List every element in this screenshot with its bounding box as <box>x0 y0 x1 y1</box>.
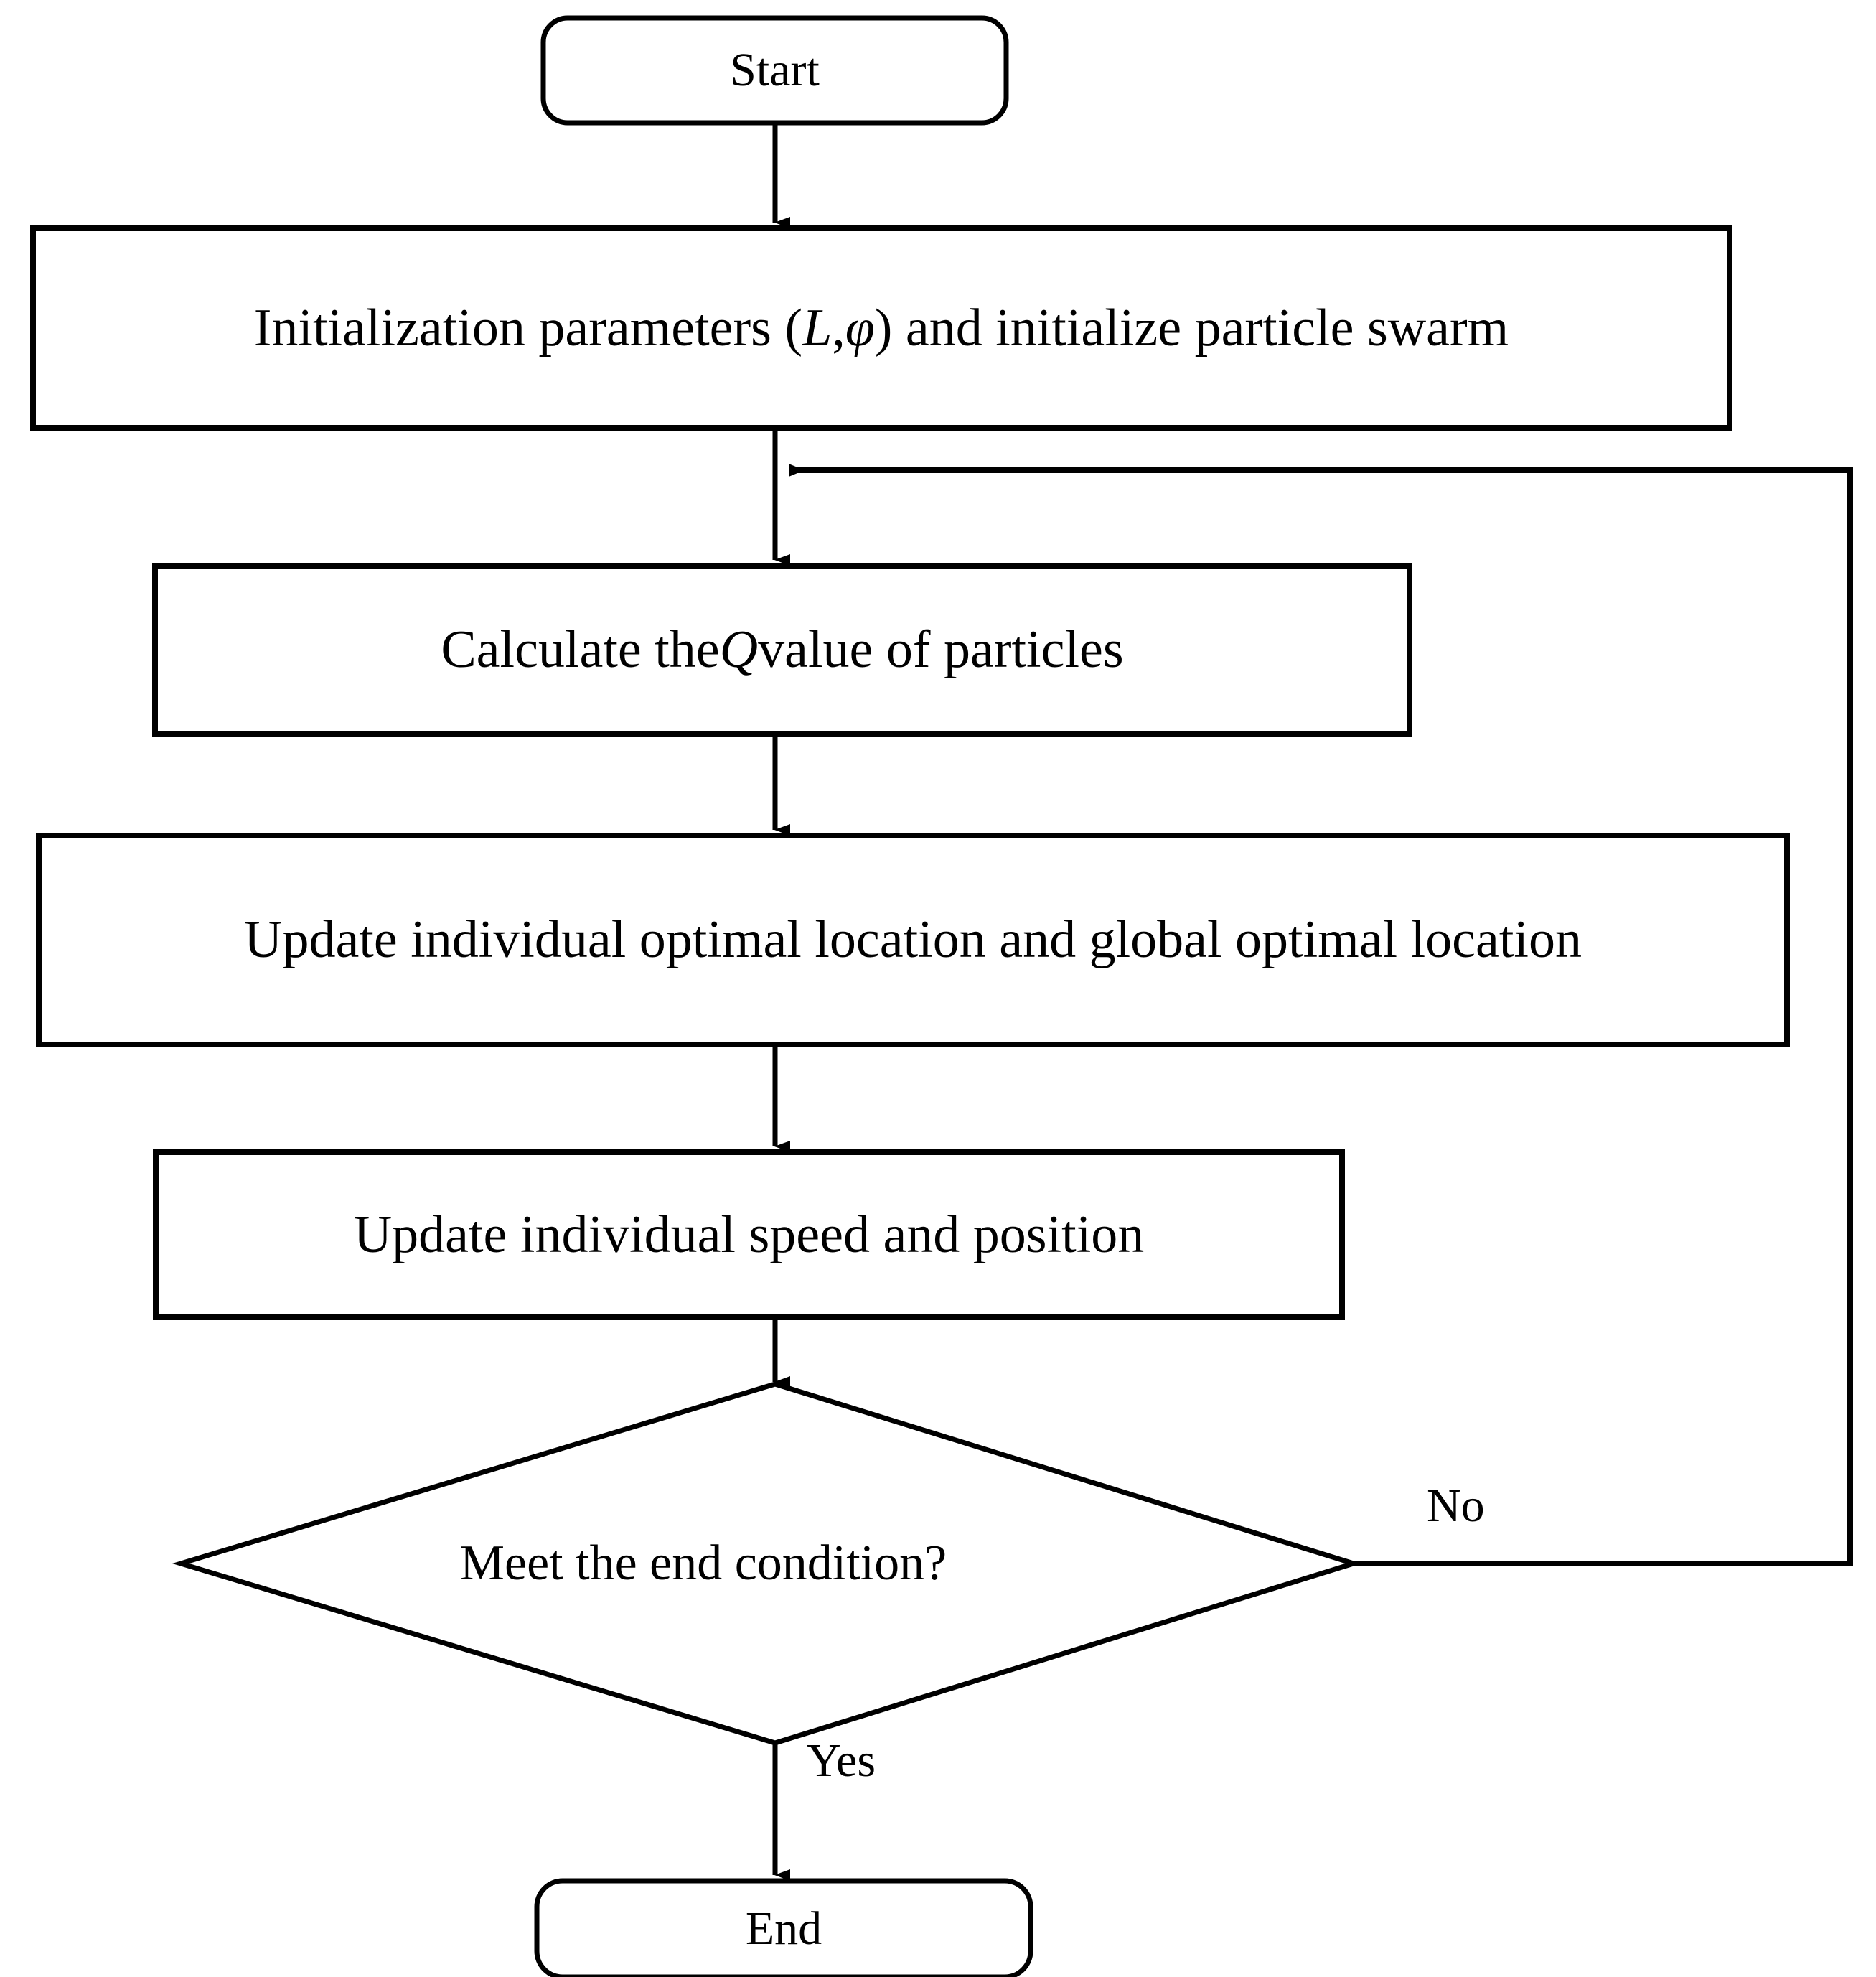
node-update-speed-shape[interactable] <box>153 1149 1345 1320</box>
node-start-shape[interactable] <box>540 15 1009 126</box>
node-calculate-shape[interactable] <box>152 563 1412 737</box>
node-end-shape[interactable] <box>534 1878 1033 1977</box>
node-update-optimal-shape[interactable] <box>36 833 1790 1047</box>
node-initialize-shape[interactable] <box>30 225 1732 431</box>
node-decision-shape[interactable] <box>172 1381 1362 1746</box>
edge-decision-no-feedback <box>789 464 1853 1566</box>
